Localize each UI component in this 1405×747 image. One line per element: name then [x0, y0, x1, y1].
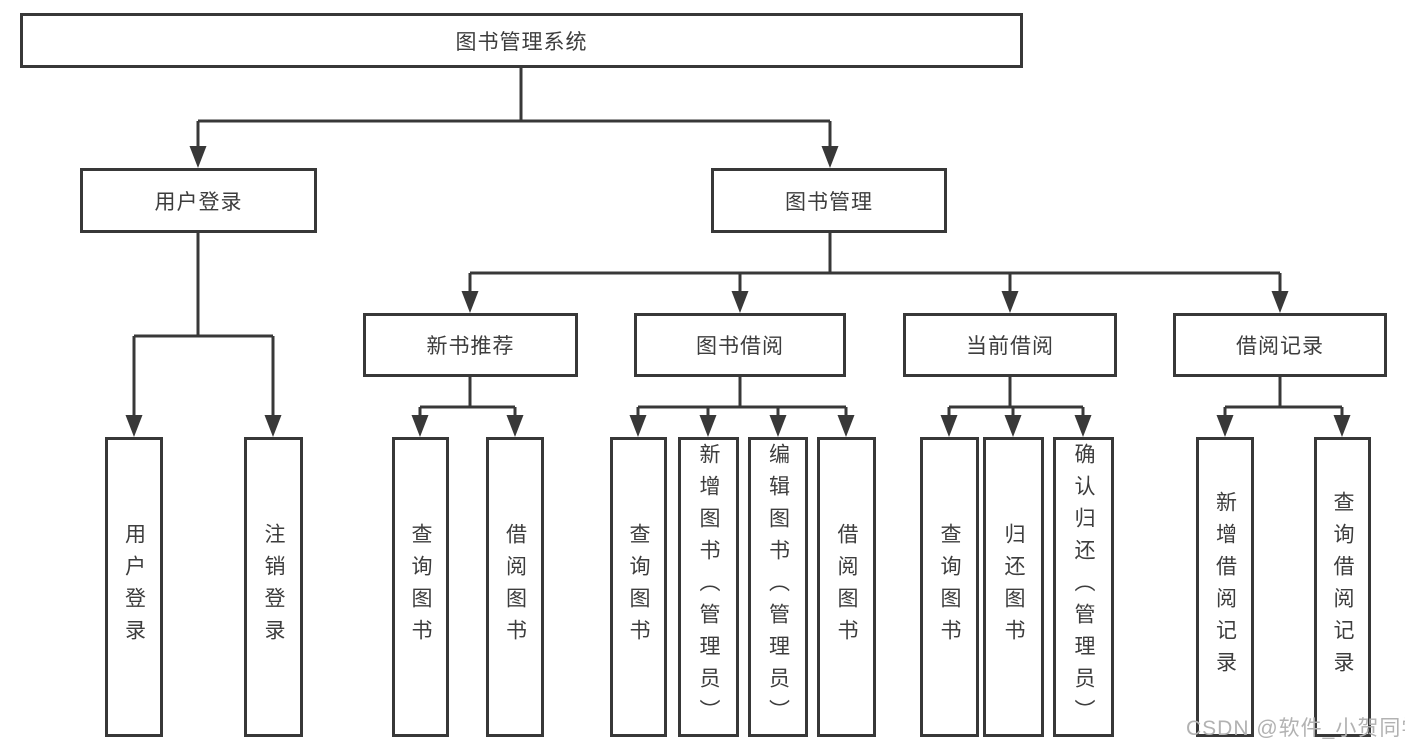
leaf-add-borrow-record: 新增借阅记录 — [1196, 437, 1254, 737]
arrow-down-icon — [506, 415, 524, 437]
arrow-down-icon — [1074, 415, 1092, 437]
connector-current-borrowing-children — [947, 377, 1085, 419]
leaf-borrow-books: 借阅图书 — [817, 437, 876, 737]
watermark: CSDN @软件_小贺同学 — [1186, 717, 1405, 740]
arrow-down-icon — [940, 415, 958, 437]
arrow-down-icon — [837, 415, 855, 437]
leaf-logout: 注销登录 — [244, 437, 303, 737]
arrow-down-icon — [411, 415, 429, 437]
arrow-down-icon — [1271, 291, 1289, 313]
leaf-query-borrow-record: 查询借阅记录 — [1314, 437, 1371, 737]
node-borrowing-records: 借阅记录 — [1173, 313, 1387, 377]
arrow-down-icon — [1001, 291, 1019, 313]
leaf-add-book-admin: 新增图书（管理员） — [678, 437, 739, 737]
connector-book-management-children — [468, 233, 1282, 295]
node-user-login: 用户登录 — [80, 168, 317, 233]
arrowheads — [125, 146, 1351, 437]
arrow-down-icon — [264, 415, 282, 437]
connector-user-login-children — [132, 233, 275, 419]
leaf-user-login: 用户登录 — [105, 437, 163, 737]
arrow-down-icon — [1216, 415, 1234, 437]
leaf-query-books-borrowing: 查询图书 — [610, 437, 667, 737]
leaf-edit-book-admin: 编辑图书（管理员） — [748, 437, 808, 737]
connector-root-to-level2 — [196, 68, 832, 150]
arrow-down-icon — [461, 291, 479, 313]
arrow-down-icon — [769, 415, 787, 437]
arrow-down-icon — [1333, 415, 1351, 437]
arrow-down-icon — [699, 415, 717, 437]
arrow-down-icon — [125, 415, 143, 437]
node-book-management-system: 图书管理系统 — [20, 13, 1023, 68]
connector-new-book-recommend-children — [418, 377, 517, 419]
node-current-borrowing: 当前借阅 — [903, 313, 1117, 377]
arrow-down-icon — [189, 146, 207, 168]
connector-borrowing-records-children — [1223, 377, 1344, 419]
node-new-book-recommend: 新书推荐 — [363, 313, 578, 377]
leaf-borrow-books-recommend: 借阅图书 — [486, 437, 544, 737]
connector-book-borrowing-children — [636, 377, 848, 419]
arrow-down-icon — [629, 415, 647, 437]
arrow-down-icon — [821, 146, 839, 168]
leaf-confirm-return-admin: 确认归还（管理员） — [1053, 437, 1114, 737]
arrow-down-icon — [731, 291, 749, 313]
node-book-borrowing: 图书借阅 — [634, 313, 846, 377]
leaf-return-book: 归还图书 — [983, 437, 1044, 737]
leaf-query-books-current: 查询图书 — [920, 437, 979, 737]
arrow-down-icon — [1004, 415, 1022, 437]
leaf-query-books-recommend: 查询图书 — [392, 437, 449, 737]
node-book-management: 图书管理 — [711, 168, 947, 233]
